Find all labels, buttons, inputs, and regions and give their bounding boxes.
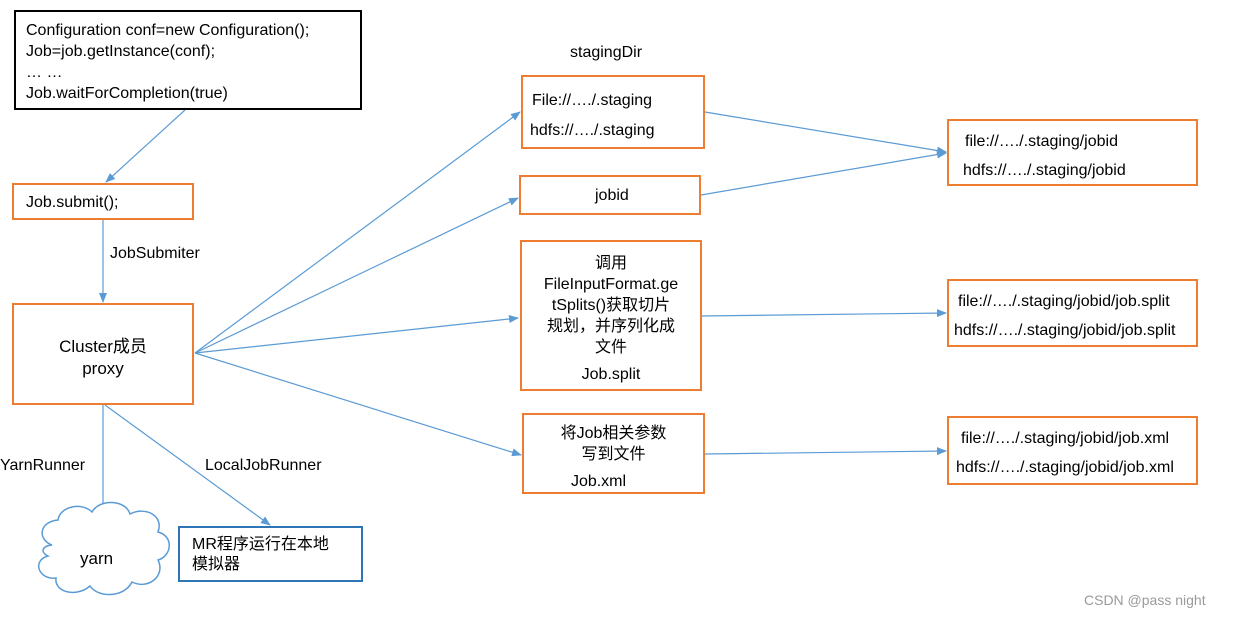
yarn-cloud-label: yarn xyxy=(80,549,114,568)
cluster-proxy-box: Cluster成员 proxy xyxy=(12,303,194,405)
split-desc-line: tSplits()获取切片 xyxy=(551,297,671,314)
proxy-label: proxy xyxy=(82,359,124,378)
local-job-runner-label: LocalJobRunner xyxy=(205,457,322,474)
job-submit-label: Job.submit(); xyxy=(26,194,119,211)
job-xml-file-label: Job.xml xyxy=(570,473,627,490)
code-box: Configuration conf=new Configuration(); … xyxy=(14,10,362,110)
staging-hdfs-path: hdfs://…./.staging xyxy=(530,122,655,139)
mr-local-line1: MR程序运行在本地 xyxy=(192,536,329,553)
split-desc-line: FileInputFormat.ge xyxy=(543,276,679,293)
staging-jobid-path-box: file://…./.staging/jobid hdfs://…./.stag… xyxy=(947,119,1198,186)
split-desc-line: 文件 xyxy=(594,339,627,356)
xml-desc-line: 将Job相关参数 xyxy=(560,425,667,442)
yarn-cloud-shape xyxy=(38,501,170,596)
code-line: Configuration conf=new Configuration(); xyxy=(26,22,310,39)
code-line: … … xyxy=(26,64,63,81)
mr-local-simulator-box: MR程序运行在本地 模拟器 xyxy=(178,526,363,582)
split-file-path: file://…./.staging/jobid/job.split xyxy=(958,293,1170,310)
arrow-cluster-to-jobid xyxy=(194,197,519,354)
code-line: Job.waitForCompletion(true) xyxy=(26,85,228,102)
jobid-label: jobid xyxy=(595,187,629,204)
arrow-cluster-to-split xyxy=(194,314,519,354)
arrow-staging-to-jobid-path xyxy=(704,111,947,155)
arrow-cluster-to-staging xyxy=(194,111,521,354)
job-submit-box: Job.submit(); xyxy=(12,183,194,220)
staging-dir-label: stagingDir xyxy=(570,44,643,61)
staging-jobid-file-path: file://…./.staging/jobid xyxy=(965,133,1118,150)
job-split-file-label: Job.split xyxy=(581,366,641,383)
xml-hdfs-path: hdfs://…./.staging/jobid/job.xml xyxy=(956,459,1174,476)
code-line: Job=job.getInstance(conf); xyxy=(26,43,216,60)
split-desc-line: 规划，并序列化成 xyxy=(546,318,675,335)
arrow-xml-to-xml-path xyxy=(704,447,947,456)
split-hdfs-path: hdfs://…./.staging/jobid/job.split xyxy=(954,322,1176,339)
staging-file-path: File://…./.staging xyxy=(532,92,653,109)
split-path-box: file://…./.staging/jobid/job.split hdfs:… xyxy=(947,279,1198,347)
cluster-label: Cluster成员 xyxy=(59,337,147,356)
arrow-cluster-to-local xyxy=(104,404,271,526)
arrow-jobid-to-jobid-path xyxy=(700,150,947,196)
arrow-code-to-submit xyxy=(105,109,186,183)
split-desc-line: 调用 xyxy=(594,255,627,272)
arrow-cluster-to-xml xyxy=(194,352,522,457)
xml-desc-line: 写到文件 xyxy=(581,446,646,463)
yarn-runner-label: YarnRunner xyxy=(0,457,86,474)
split-box: 调用 FileInputFormat.ge tSplits()获取切片 规划，并… xyxy=(520,240,702,391)
csdn-watermark: CSDN @pass night xyxy=(1084,592,1206,608)
arrow-split-to-split-path xyxy=(701,309,947,318)
jobid-box: jobid xyxy=(519,175,701,215)
mr-local-line2: 模拟器 xyxy=(192,556,241,573)
staging-jobid-hdfs-path: hdfs://…./.staging/jobid xyxy=(963,162,1126,179)
staging-box: File://…./.staging hdfs://…./.staging xyxy=(521,75,705,149)
xml-box: 将Job相关参数 写到文件 Job.xml xyxy=(522,413,705,494)
job-submitter-label: JobSubmiter xyxy=(110,245,200,262)
xml-file-path: file://…./.staging/jobid/job.xml xyxy=(961,430,1170,447)
xml-path-box: file://…./.staging/jobid/job.xml hdfs://… xyxy=(947,416,1198,485)
